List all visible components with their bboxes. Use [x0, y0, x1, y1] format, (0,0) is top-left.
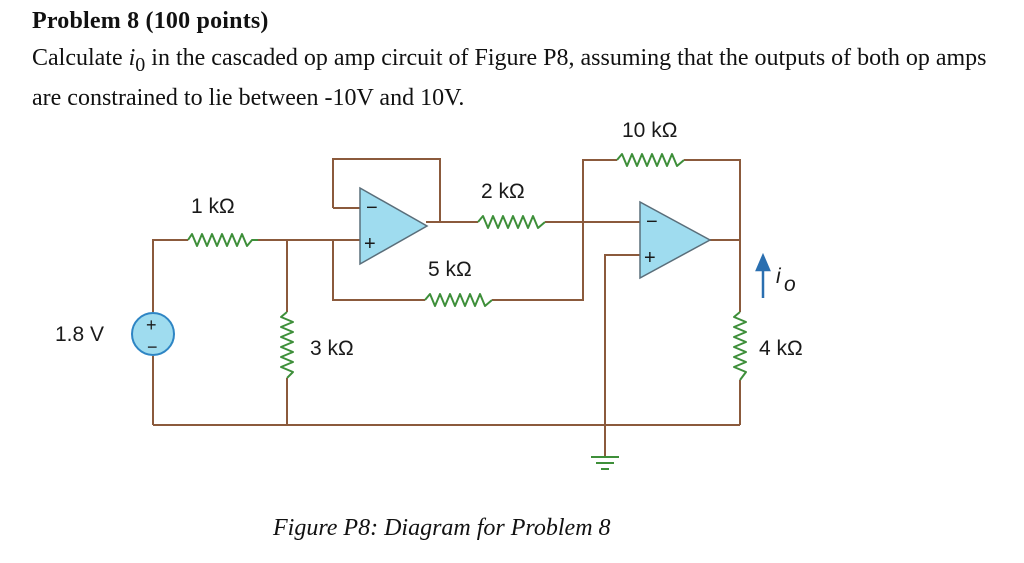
statement-variable: i [128, 45, 136, 71]
label-2k: 2 kΩ [481, 180, 525, 203]
wire-opamp2-out [710, 239, 741, 312]
voltage-source-plus: + [146, 315, 157, 335]
voltage-source-body [131, 312, 175, 356]
problem-statement: Calculate i0 in the cascaded op amp circ… [32, 42, 1017, 115]
resistor-4k [733, 311, 747, 381]
wire-10k-right [684, 159, 741, 240]
resistor-3k [280, 311, 294, 379]
statement-text-before: Calculate [32, 45, 129, 71]
label-current-symbol: i [776, 265, 782, 288]
resistor-5k [424, 293, 493, 307]
label-source-voltage: 1.8 V [55, 323, 104, 346]
label-1k: 1 kΩ [191, 195, 235, 218]
opamp-1-body [359, 186, 429, 266]
label-10k: 10 kΩ [622, 119, 677, 142]
wire-source-top [152, 239, 188, 312]
label-4k: 4 kΩ [759, 337, 803, 360]
label-3k: 3 kΩ [310, 337, 354, 360]
opamp-1-minus-sign: − [366, 197, 378, 219]
problem-heading: Problem 8 (100 points) [32, 8, 269, 34]
wire-opamp2-plus-ground [604, 254, 640, 457]
resistor-1k [187, 233, 258, 247]
wire-opamp1-feedback [332, 158, 441, 222]
voltage-source-minus: − [147, 337, 158, 357]
figure-caption: Figure P8: Diagram for Problem 8 [273, 515, 611, 541]
wire-5k-to-minus [492, 222, 584, 301]
circuit-wires [152, 158, 741, 457]
current-arrow-icon [755, 252, 771, 298]
label-5k: 5 kΩ [428, 258, 472, 281]
opamp-1-plus-sign: + [364, 233, 376, 255]
opamp-2: − + [639, 200, 712, 280]
voltage-source: + − [131, 312, 175, 357]
resistor-2k [477, 215, 546, 229]
opamp-1: − + [359, 186, 429, 266]
opamp-2-body [639, 200, 712, 280]
label-current-sub: o [784, 273, 796, 296]
ground-icon [591, 456, 619, 470]
resistor-10k [616, 153, 685, 167]
statement-variable-sub: 0 [135, 53, 146, 76]
wire-node-to-5k [332, 240, 425, 301]
statement-text-after: in the cascaded op amp circuit of Figure… [32, 45, 987, 111]
wire-10k-left [582, 159, 617, 222]
opamp-2-plus-sign: + [644, 247, 656, 269]
opamp-2-minus-sign: − [646, 211, 658, 233]
